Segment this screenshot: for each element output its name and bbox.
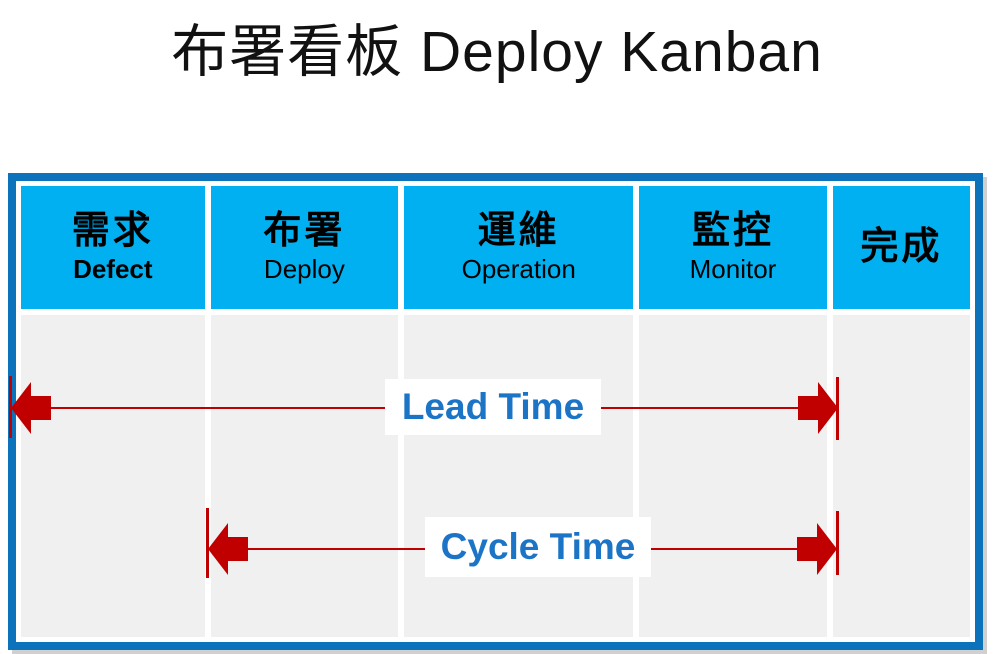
column-title-en: Operation — [461, 253, 576, 284]
arrow-right-icon — [797, 523, 837, 575]
lead-time-left-tick — [9, 376, 12, 438]
column-header-deploy: 布署 Deploy — [210, 186, 399, 309]
column-title-zh: 布署 — [263, 210, 346, 253]
cycle-time-label: Cycle Time — [425, 517, 651, 577]
column-header-done: 完成 — [832, 186, 970, 309]
cycle-time-left-tick — [206, 508, 209, 578]
column-body-deploy — [210, 315, 399, 637]
column-title-en: Deploy — [263, 253, 345, 284]
column-body-operation — [404, 315, 634, 637]
cycle-time-right-tick — [836, 511, 839, 575]
column-title-en: Monitor — [689, 253, 777, 284]
kanban-grid: 需求 Defect 布署 Deploy 運維 Operation 監控 Moni… — [21, 186, 970, 637]
column-title-zh: 需求 — [71, 210, 154, 253]
column-title-en: Defect — [73, 253, 153, 284]
lead-time-label: Lead Time — [385, 379, 601, 435]
kanban-board: 需求 Defect 布署 Deploy 運維 Operation 監控 Moni… — [8, 173, 983, 650]
arrow-right-icon — [798, 382, 838, 434]
column-header-operation: 運維 Operation — [404, 186, 634, 309]
column-title-zh: 監控 — [691, 210, 774, 253]
page-title: 布署看板 Deploy Kanban — [171, 20, 823, 84]
arrow-left-icon — [11, 382, 51, 434]
arrow-left-icon — [208, 523, 248, 575]
column-header-defect: 需求 Defect — [21, 186, 205, 309]
column-title-zh: 完成 — [860, 225, 943, 268]
column-body-defect — [21, 315, 205, 637]
column-title-zh: 運維 — [477, 210, 560, 253]
column-body-done — [832, 315, 970, 637]
column-body-monitor — [639, 315, 827, 637]
column-header-monitor: 監控 Monitor — [639, 186, 827, 309]
